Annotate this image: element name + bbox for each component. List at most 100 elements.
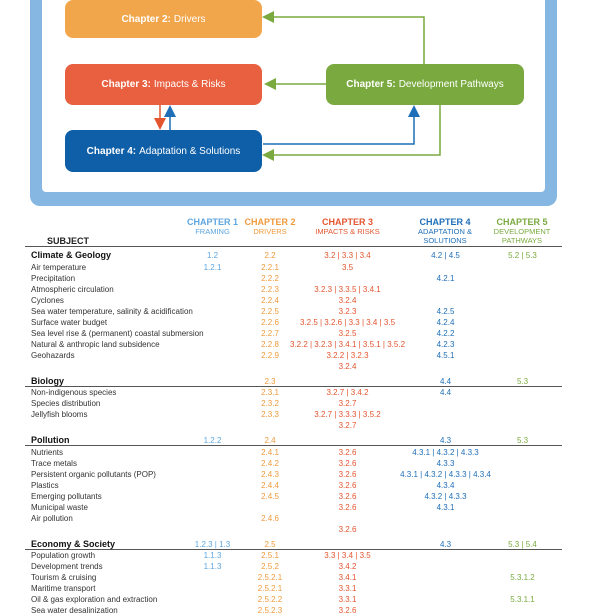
chapter-4-ref: 4.3 (439, 539, 452, 549)
table-row: Sea level rise & (permanent) coastal sub… (0, 328, 600, 339)
subject-label: Precipitation (31, 273, 76, 283)
chapter-3-ref: 3.2.6 (338, 502, 357, 512)
chapter-2-ref: 2.4 (264, 436, 276, 445)
chapter-3-ref: 3.2.3 (338, 306, 357, 316)
chapter-3-ref: 3.2.2 | 3.2.3 (326, 350, 369, 360)
chapter-3-ref: 3.2.4 (338, 361, 357, 371)
table-row: 3.2.6 (0, 524, 600, 535)
chapter-3-ref: 3.2.7 (338, 421, 357, 430)
chapter-3-title: Impacts & Risks (153, 79, 226, 90)
chapter-3-ref: 3.2.6 (338, 469, 357, 479)
chapter-2-ref: 2.2.4 (261, 295, 279, 305)
chapter-1-ref: 1.2 (206, 251, 219, 260)
chapter-1-ref: 1.2.1 (203, 262, 222, 272)
chapter-2-ref: 2.4.3 (261, 469, 279, 479)
chapter-2-ref: 2.2.9 (261, 350, 279, 360)
subject-label: Persistent organic pollutants (POP) (31, 469, 156, 479)
chapter-2-ref: 2.2.7 (261, 328, 279, 338)
chapter-4-label: Chapter 4: (86, 145, 137, 157)
chapter-5-ref: 5.3 (516, 376, 529, 386)
chapter-4-ref: 4.3.2 | 4.3.3 (424, 491, 467, 501)
subject-label: Trace metals (31, 458, 77, 468)
chapter-4-box: Chapter 4:Adaptation & Solutions (65, 130, 262, 172)
column-title: CHAPTER 5 (496, 217, 548, 227)
table-row: Trace metals 2.4.2 3.2.6 4.3.3 (0, 458, 600, 469)
chapter-3-ref: 3.2.6 (338, 480, 357, 490)
chapter-3-ref: 3.2.3 | 3.3.5 | 3.4.1 (314, 284, 381, 294)
chapter-2-ref: 2.2.1 (261, 262, 279, 272)
category-label: Climate & Geology (31, 250, 112, 260)
subject-label: Jellyfish blooms (31, 410, 88, 419)
table-row: Natural & anthropic land subsidence 2.2.8… (0, 339, 600, 350)
chapter-4-ref: 4.3.3 (436, 458, 455, 468)
chapter-2-ref: 2.2.8 (261, 339, 279, 349)
table-row: 3.2.4 (0, 361, 600, 372)
chapter-3-ref: 3.5 (341, 262, 354, 272)
subject-label: Surface water budget (31, 317, 108, 327)
chapter-2-title: Drivers (173, 13, 206, 25)
chapter-4-ref: 4.2.4 (436, 317, 455, 327)
column-title: CHAPTER 1 (186, 217, 238, 227)
table-row: Sea water temperature, salinity & acidif… (0, 306, 600, 317)
chapter-2-ref: 2.3 (264, 376, 276, 386)
chapter-3-label: Chapter 3: (101, 79, 151, 90)
chapter-5-ref: 5.3 | 5.4 (508, 539, 537, 549)
chapter-2-ref: 2.5 (264, 539, 276, 549)
chapter-5-ref: 5.3.1.2 (510, 573, 535, 582)
arrow-ch5-to-ch4 (262, 105, 441, 161)
category-label: Biology (31, 375, 64, 386)
chapter-3-ref: 3.4.1 (338, 573, 357, 582)
chapter-3-ref: 3.2.6 (338, 458, 357, 468)
subject-label: Plastics (31, 480, 59, 490)
table-row: Tourism & cruising 2.5.2.1 3.4.1 5.3.1.2 (0, 572, 600, 583)
chapter-3-ref: 3.2.7 (338, 399, 357, 408)
chapter-5-ref: 5.3 (516, 436, 529, 445)
arrow-ch4-to-ch5 (263, 105, 420, 145)
chapter-4-ref: 4.3.1 | 4.3.2 | 4.3.3 (412, 447, 479, 457)
chapter-3-ref: 3.2.7 | 3.3.3 | 3.5.2 (314, 410, 381, 419)
chapter-2-ref: 2.3.3 (261, 410, 279, 419)
chapter-2-ref: 2.5.1 (261, 551, 279, 560)
chapter-5-box: Chapter 5:Development Pathways (326, 64, 524, 105)
chapter-1-ref: 1.2.2 (203, 436, 222, 445)
subject-label: Non-indigenous species (31, 388, 117, 397)
column-title: CHAPTER 3 (321, 217, 373, 227)
chapter-3-ref: 3.2.6 (338, 524, 357, 534)
table-row: 3.2.7 (0, 420, 600, 431)
chapter-3-ref: 3.3 | 3.4 | 3.5 (324, 551, 371, 560)
column-header-chapter-4: CHAPTER 4 ADAPTATION & SOLUTIONS (412, 218, 478, 246)
chapter-3-ref: 3.2.5 | 3.2.6 | 3.3 | 3.4 | 3.5 (299, 317, 396, 327)
subject-label: Natural & anthropic land subsidence (31, 339, 160, 349)
chapter-3-ref: 3.2.2 | 3.2.3 | 3.4.1 | 3.5.1 | 3.5.2 (289, 339, 406, 349)
subject-label: Tourism & cruising (31, 573, 97, 582)
chapter-2-ref: 2.4.2 (261, 458, 279, 468)
column-subtitle: ADAPTATION & SOLUTIONS (418, 227, 472, 245)
chapter-4-ref: 4.2.3 (436, 339, 455, 349)
column-subtitle: IMPACTS & RISKS (315, 227, 380, 236)
chapter-3-ref: 3.3.1 (338, 584, 357, 593)
subject-label: Sea water temperature, salinity & acidif… (31, 306, 193, 316)
chapter-2-ref: 2.3.1 (261, 388, 279, 397)
chapter-2-label: Chapter 2: (121, 13, 171, 25)
chapter-2-ref: 2.5.2.1 (257, 573, 283, 582)
subject-label: Nutrients (31, 447, 64, 457)
subject-label: Maritime transport (31, 584, 96, 593)
chapter-4-ref: 4.2.5 (436, 306, 455, 316)
chapter-2-ref: 2.5.2 (261, 562, 279, 571)
subject-label: Atmospheric circulation (31, 284, 114, 294)
chapter-4-ref: 4.2.2 (436, 328, 455, 338)
chapter-5-title: Development Pathways (398, 79, 504, 90)
